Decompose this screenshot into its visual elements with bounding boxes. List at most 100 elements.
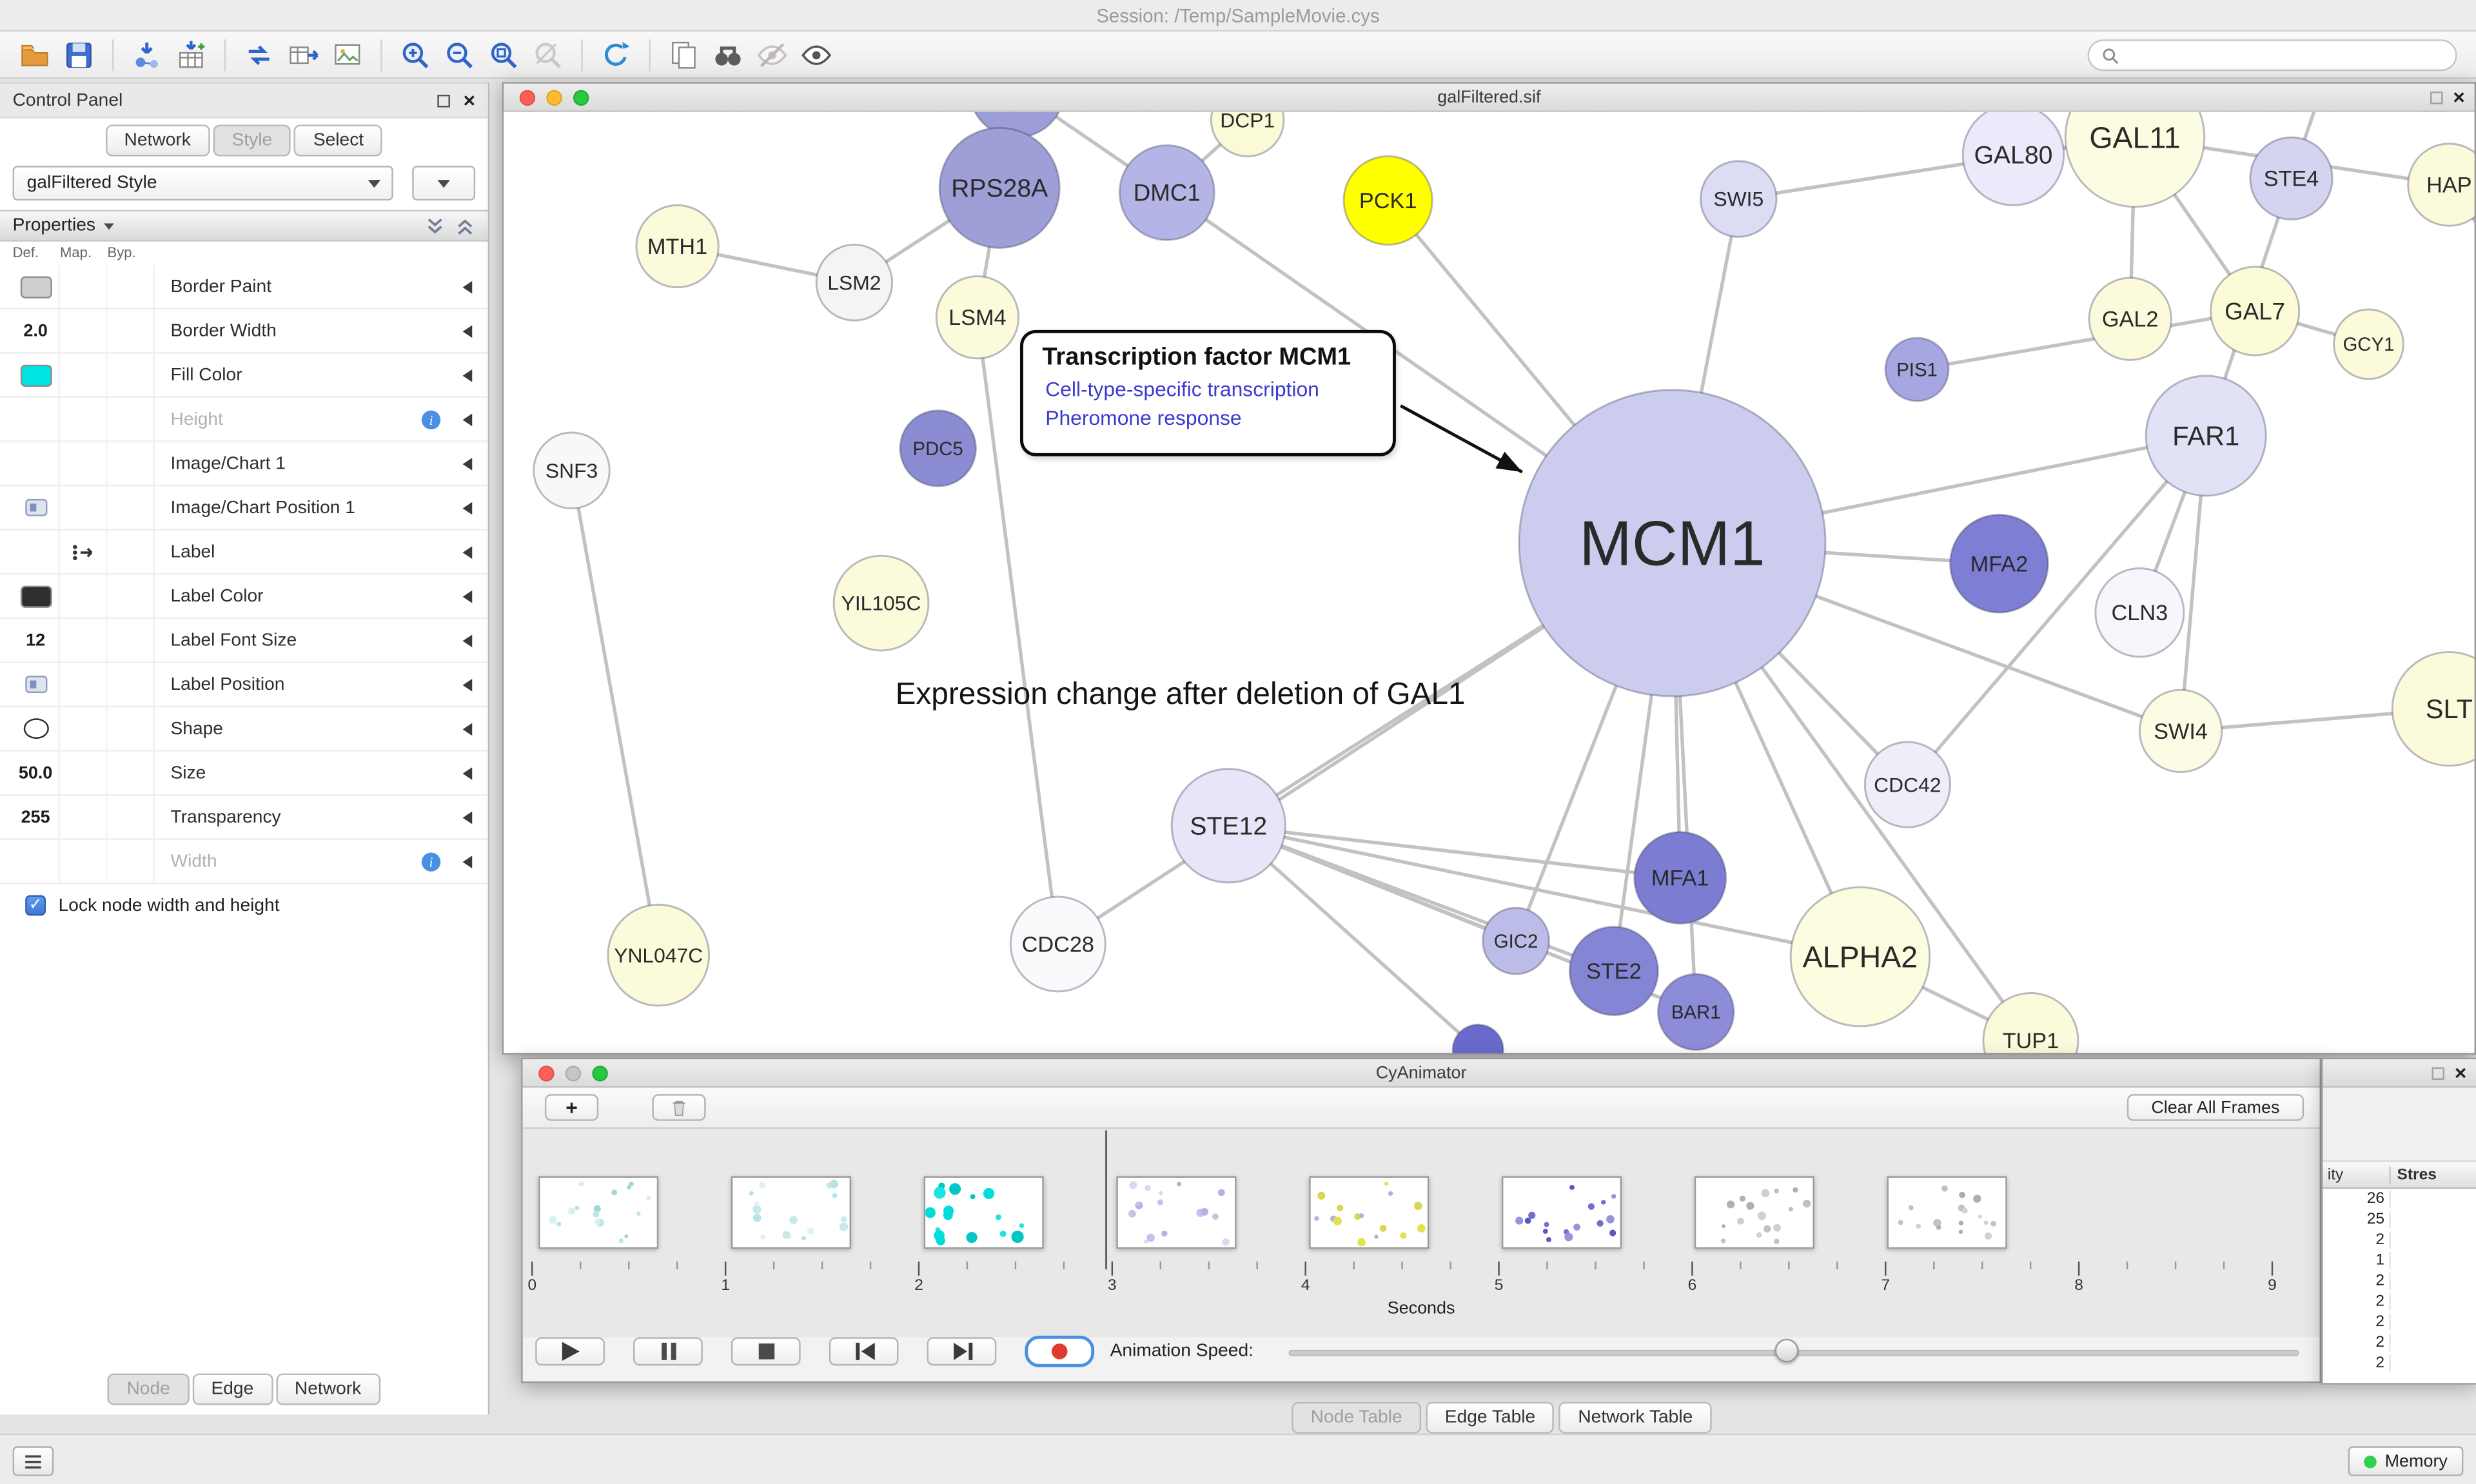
default-value-cell[interactable]: 12 — [13, 618, 61, 663]
bypass-cell[interactable] — [108, 396, 155, 442]
style-target-tab-network[interactable]: Network — [275, 1373, 380, 1405]
style-options-button[interactable] — [412, 166, 476, 201]
bypass-cell[interactable] — [108, 308, 155, 353]
properties-header[interactable]: Properties — [0, 210, 488, 242]
network-node-SWI4[interactable] — [2138, 688, 2223, 774]
add-frame-button[interactable]: + — [544, 1094, 599, 1121]
default-value-cell[interactable] — [13, 529, 61, 574]
network-node-GCY1[interactable] — [2333, 308, 2404, 380]
mapping-cell[interactable] — [60, 750, 108, 796]
mapping-cell[interactable] — [60, 308, 108, 353]
network-node-STE12[interactable] — [1170, 768, 1286, 884]
tab-network[interactable]: Network — [105, 124, 210, 157]
frame-thumbnail-5[interactable] — [1309, 1176, 1430, 1249]
clear-all-frames-button[interactable]: Clear All Frames — [2127, 1094, 2304, 1121]
speed-slider-thumb[interactable] — [1774, 1338, 1799, 1363]
mapping-cell[interactable] — [60, 662, 108, 707]
mapping-cell[interactable] — [60, 396, 108, 442]
annotation-link[interactable]: Cell-type-specific transcription — [1045, 377, 1319, 402]
property-row-label-position[interactable]: Label Position — [0, 662, 488, 708]
zoom-out-icon[interactable] — [437, 34, 482, 75]
frame-thumbnail-4[interactable] — [1116, 1176, 1237, 1249]
expand-arrow-icon[interactable] — [462, 855, 473, 868]
mapping-cell[interactable] — [60, 795, 108, 839]
network-node-YNL047C[interactable] — [607, 903, 711, 1007]
table-row[interactable]: 2 — [2323, 1271, 2476, 1291]
network-node-BAR1[interactable] — [1656, 973, 1735, 1051]
show-all-icon[interactable] — [794, 34, 839, 75]
mapping-cell[interactable] — [60, 706, 108, 751]
close-frame-icon[interactable]: × — [2454, 1060, 2467, 1085]
default-value-cell[interactable] — [13, 662, 61, 707]
property-row-border-paint[interactable]: Border Paint — [0, 264, 488, 309]
close-window-icon[interactable] — [519, 90, 536, 106]
network-node-bnode[interactable] — [1451, 1023, 1504, 1053]
float-panel-icon[interactable] — [438, 93, 451, 107]
zoom-in-icon[interactable] — [393, 34, 438, 75]
close-panel-icon[interactable]: × — [463, 87, 476, 112]
record-button[interactable] — [1025, 1335, 1095, 1367]
network-node-SNF3[interactable] — [533, 431, 611, 510]
expand-arrow-icon[interactable] — [462, 545, 473, 558]
bypass-cell[interactable] — [108, 706, 155, 751]
delete-frame-button[interactable] — [652, 1094, 706, 1121]
table-tab-node-table[interactable]: Node Table — [1292, 1401, 1422, 1434]
table-row[interactable]: 2 — [2323, 1333, 2476, 1353]
network-node-STE2[interactable] — [1568, 926, 1659, 1017]
maximize-frame-icon[interactable] — [2432, 1067, 2446, 1080]
network-node-LSM4[interactable] — [935, 275, 1020, 360]
network-window-titlebar[interactable]: galFiltered.sif × — [504, 83, 2475, 112]
network-node-TUP1[interactable] — [1982, 991, 2079, 1053]
network-node-MFA1[interactable] — [1633, 831, 1727, 925]
minimize-window-icon[interactable] — [546, 90, 562, 106]
network-node-MTH1[interactable] — [635, 204, 720, 289]
style-target-tab-edge[interactable]: Edge — [192, 1373, 273, 1405]
bypass-cell[interactable] — [108, 353, 155, 397]
search-input[interactable] — [2127, 46, 2443, 65]
bypass-cell[interactable] — [108, 529, 155, 574]
expand-arrow-icon[interactable] — [462, 766, 473, 779]
stop-button[interactable] — [731, 1337, 801, 1366]
table-row[interactable]: 1 — [2323, 1251, 2476, 1271]
tab-style[interactable]: Style — [213, 124, 291, 157]
expand-arrow-icon[interactable] — [462, 324, 473, 337]
redraw-network-icon[interactable] — [594, 34, 638, 75]
close-frame-icon[interactable]: × — [2453, 85, 2465, 109]
network-snapshot-icon[interactable] — [662, 34, 706, 75]
minimize-window-icon[interactable] — [565, 1066, 582, 1082]
export-table-icon[interactable] — [281, 34, 326, 75]
zoom-fit-icon[interactable] — [482, 34, 526, 75]
expand-arrow-icon[interactable] — [462, 634, 473, 647]
save-session-icon[interactable] — [57, 34, 101, 75]
property-row-label-color[interactable]: Label Color — [0, 574, 488, 619]
network-node-CLN3[interactable] — [2094, 567, 2185, 658]
property-row-label[interactable]: Label — [0, 529, 488, 575]
table-row[interactable]: 2 — [2323, 1353, 2476, 1374]
network-edge[interactable] — [569, 470, 660, 956]
bypass-cell[interactable] — [108, 618, 155, 663]
play-button[interactable] — [535, 1337, 605, 1366]
table-row[interactable]: 26 — [2323, 1189, 2476, 1209]
frame-thumbnail-8[interactable] — [1887, 1176, 2007, 1249]
pause-button[interactable] — [633, 1337, 703, 1366]
bypass-cell[interactable] — [108, 574, 155, 618]
mapping-cell[interactable] — [60, 618, 108, 663]
maximize-frame-icon[interactable] — [2430, 92, 2444, 104]
search-box[interactable] — [2087, 39, 2457, 72]
network-node-DCP1[interactable] — [1210, 112, 1285, 157]
style-target-tab-node[interactable]: Node — [108, 1373, 190, 1405]
expand-arrow-icon[interactable] — [462, 368, 473, 382]
property-row-fill-color[interactable]: Fill Color — [0, 353, 488, 398]
frame-thumbnail-7[interactable] — [1694, 1176, 1814, 1249]
default-value-cell[interactable] — [13, 706, 61, 751]
lock-size-checkbox[interactable]: ✓ — [25, 895, 46, 916]
export-network-icon[interactable] — [237, 34, 281, 75]
default-value-cell[interactable] — [13, 574, 61, 618]
zoom-selected-icon[interactable] — [526, 34, 571, 75]
property-row-image-chart-position-1[interactable]: Image/Chart Position 1 — [0, 485, 488, 531]
close-window-icon[interactable] — [538, 1066, 555, 1082]
default-value-cell[interactable] — [13, 485, 61, 530]
